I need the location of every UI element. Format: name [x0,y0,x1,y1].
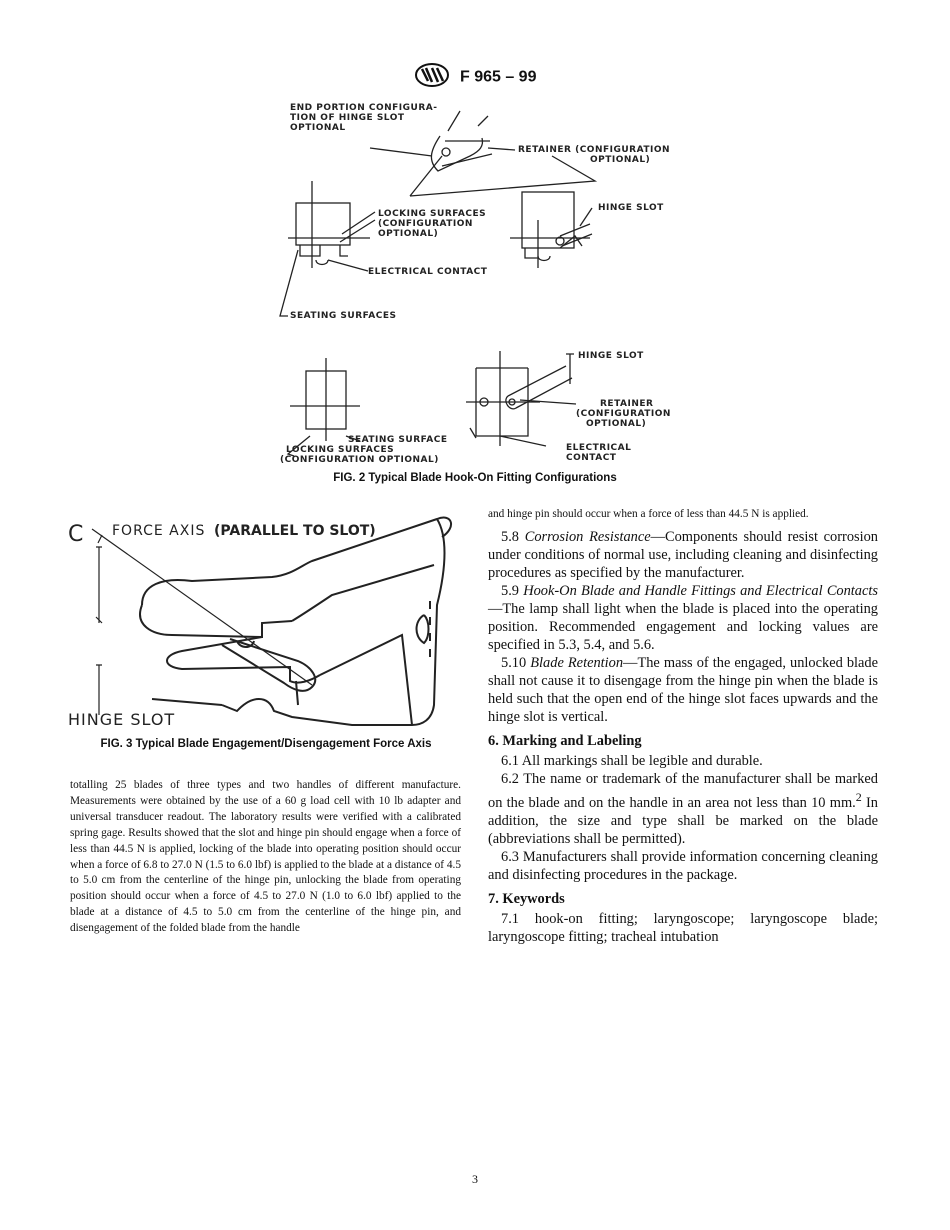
section-5-8-body: —Components should resist corrosion unde… [488,529,878,581]
section-5-8: 5.8 Corrosion Resistance—Components shou… [488,528,878,582]
page-header: F 965 – 99 [0,62,950,93]
continuation-text: and hinge pin should occur when a force … [488,508,809,520]
label-locking-line2: (CONFIGURATION [378,219,473,229]
label-hinge-slot-bottom: HINGE SLOT [578,351,644,361]
label-seating-surfaces: SEATING SURFACES [290,311,396,321]
label-retainer-line1: RETAINER (CONFIGURATION [518,145,670,155]
section-5-9-body: —The lamp shall light when the blade is … [488,601,878,653]
label-locking-line1: LOCKING SURFACES [378,209,486,219]
label-retainer-b-line2: (CONFIGURATION [576,409,671,419]
footnote-ref-2: 2 [855,790,862,804]
astm-logo-icon [414,62,450,93]
section-5-8-number: 5.8 [501,529,519,545]
label-parallel-to-slot: (PARALLEL TO SLOT) [214,523,376,539]
label-electrical-b-line1: ELECTRICAL [566,443,631,453]
page-number: 3 [472,1172,478,1186]
label-retainer-b-line3: OPTIONAL) [586,419,646,429]
section-6-2-part-b: In addition, the size and type shall be … [488,794,878,847]
standard-designation: F 965 – 99 [459,68,537,86]
label-locking-b-line2: (CONFIGURATION OPTIONAL) [280,455,439,465]
section-6-2-part-a: 6.2 The name or trademark of the manufac… [488,771,878,811]
section-5-9: 5.9 Hook-On Blade and Handle Fittings an… [488,582,878,654]
label-retainer-b-line1: RETAINER [600,399,653,409]
label-electrical-b-line2: CONTACT [566,453,617,463]
label-end-portion-line3: OPTIONAL [290,123,346,133]
label-force-axis: FORCE AXIS [112,523,205,539]
section-5-10: 5.10 Blade Retention—The mass of the eng… [488,654,878,726]
figure-3-diagram: C FORCE AXIS (PARALLEL TO SLOT) HINGE SL… [68,516,452,729]
label-c: C [68,522,83,547]
section-7-heading: 7. Keywords [488,890,565,907]
figure-2-diagram: END PORTION CONFIGURA- TION OF HINGE SLO… [279,103,671,465]
section-6-heading: 6. Marking and Labeling [488,733,642,749]
section-5-8-title: Corrosion Resistance [524,529,651,545]
label-hinge-slot-top: HINGE SLOT [598,203,664,213]
section-7-1: 7.1 hook-on fitting; laryngoscope; laryn… [488,910,878,945]
label-end-portion-line2: TION OF HINGE SLOT [290,113,405,123]
label-end-portion-line1: END PORTION CONFIGURA- [290,103,437,113]
right-column: and hinge pin should occur when a force … [488,507,878,946]
label-locking-line3: OPTIONAL) [378,229,438,239]
label-seating-surface: SEATING SURFACE [348,435,448,445]
section-5-9-title: Hook-On Blade and Handle Fittings and El… [523,583,878,599]
figure-3-caption: FIG. 3 Typical Blade Engagement/Disengag… [100,738,432,750]
label-locking-b-line1: LOCKING SURFACES [286,445,394,455]
section-5-10-title: Blade Retention [530,655,624,671]
figure-2-caption: FIG. 2 Typical Blade Hook-On Fitting Con… [333,472,617,484]
label-electrical-contact: ELECTRICAL CONTACT [368,267,488,277]
section-5-10-number: 5.10 [501,655,527,671]
section-5-9-number: 5.9 [501,583,519,599]
label-retainer-line2: OPTIONAL) [590,155,650,165]
section-6-2: 6.2 The name or trademark of the manufac… [488,770,878,848]
section-5-10-body: —The mass of the engaged, unlocked blade… [488,655,878,725]
left-column-text: totalling 25 blades of three types and t… [70,779,461,935]
section-6-1: 6.1 All markings shall be legible and du… [501,753,763,769]
label-hinge-slot: HINGE SLOT [68,710,175,729]
section-6-3: 6.3 Manufacturers shall provide informat… [488,848,878,883]
